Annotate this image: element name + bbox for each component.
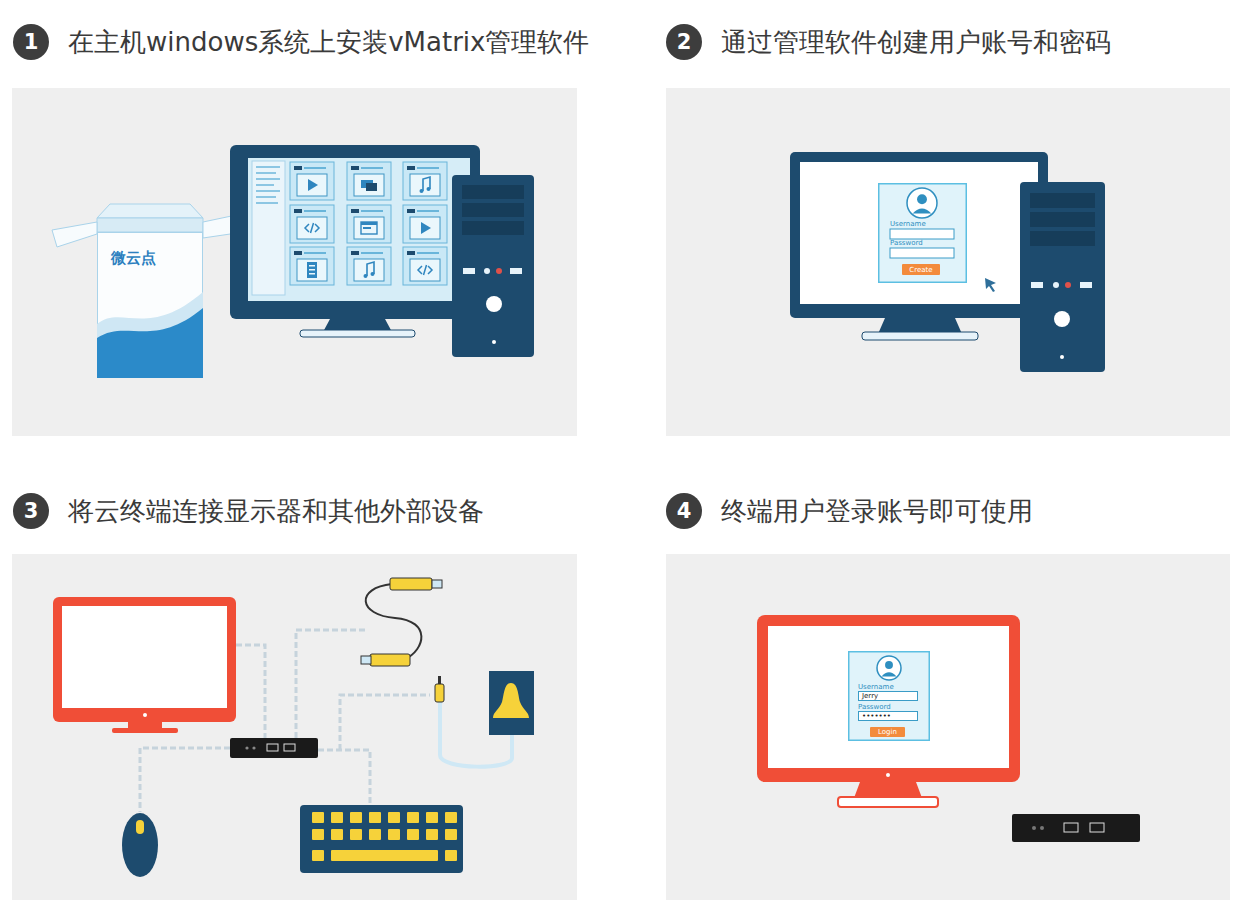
node-text: 1 xyxy=(24,30,39,54)
create-form: UsernamePasswordCreate xyxy=(878,183,967,283)
node-text: 将云终端连接显示器和其他外部设备 xyxy=(68,496,484,526)
login-form: UsernamePassword Jerry ••••••• Login xyxy=(848,651,930,741)
software-box: 微云点 xyxy=(97,232,203,378)
node-text: Login xyxy=(878,728,897,736)
node-text: Create xyxy=(909,266,932,274)
create-button: Create xyxy=(902,264,940,275)
node-text: ••••••• xyxy=(862,712,891,720)
username-field: Jerry xyxy=(858,691,918,701)
step-number: 2 xyxy=(666,24,702,60)
step-number: 4 xyxy=(666,493,702,529)
node-text: 终端用户登录账号即可使用 xyxy=(721,496,1033,526)
node-text: Username xyxy=(890,220,926,228)
login-button: Login xyxy=(870,727,905,737)
node-text: 通过管理软件创建用户账号和密码 xyxy=(721,27,1111,57)
node-text: 4 xyxy=(677,499,692,523)
node-text: Jerry xyxy=(862,692,878,700)
node-text: 2 xyxy=(677,30,692,54)
password-field: ••••••• xyxy=(858,711,918,721)
step-panel: 在主机windows系统上安装vMatrix管理软件微云点 xyxy=(12,20,577,436)
node-text: Username xyxy=(858,683,894,691)
step-number: 3 xyxy=(13,493,49,529)
node-text: Password xyxy=(890,239,923,247)
node-text: Password xyxy=(858,703,891,711)
step-number: 1 xyxy=(13,24,49,60)
node-text: 微云点 xyxy=(111,249,156,267)
step-panel: 终端用户登录账号即可使用 UsernamePassword Jerry •••••••… xyxy=(666,489,1230,900)
node-text: 在主机windows系统上安装vMatrix管理软件 xyxy=(68,27,589,57)
step-panel: 将云终端连接显示器和其他外部设备 xyxy=(12,489,577,900)
step-panel: 通过管理软件创建用户账号和密码 UsernamePasswordCreate xyxy=(666,20,1230,436)
node-text: 3 xyxy=(24,499,39,523)
